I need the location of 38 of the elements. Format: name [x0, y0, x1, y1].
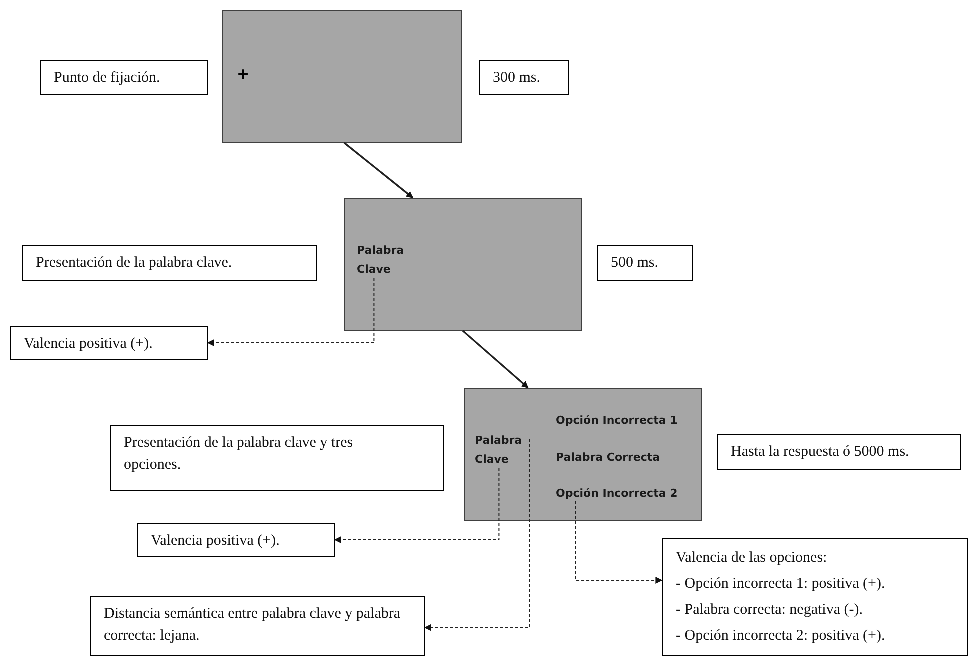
leader-line: [207, 278, 375, 346]
stimulus-word: Palabra Correcta: [556, 448, 696, 466]
box-text: - Palabra correcta: negativa (-).: [676, 601, 863, 620]
text-box: [40, 60, 208, 95]
leader-line: [424, 439, 530, 632]
box-text: Punto de fijación.: [54, 69, 160, 88]
box-text: - Opción incorrecta 2: positiva (+).: [676, 627, 886, 646]
text-box: [110, 425, 444, 491]
text-box: [717, 434, 961, 470]
text-box: [10, 326, 208, 360]
text-box: [137, 523, 335, 557]
leader-line: [334, 468, 500, 544]
stimulus-screen: [464, 388, 702, 521]
box-text: Valencia positiva (+).: [24, 335, 153, 354]
stimulus-word: Opción Incorrecta 1: [556, 411, 696, 429]
stimulus-word: Palabra Clave: [475, 431, 531, 469]
text-box: [597, 245, 693, 281]
stimulus-screen: [344, 198, 582, 331]
arrow: [462, 330, 529, 389]
box-text: Valencia positiva (+).: [151, 532, 280, 551]
box-text: Valencia de las opciones:: [676, 549, 828, 568]
text-box: [90, 596, 425, 656]
stimulus-word: Palabra Clave: [357, 241, 409, 279]
box-text: - Opción incorrecta 1: positiva (+).: [676, 575, 886, 594]
box-text: Presentación de la palabra clave y tres opciones.: [124, 434, 354, 475]
fixation-cross: +: [237, 67, 250, 82]
text-box: [662, 538, 968, 656]
text-box: [22, 245, 317, 281]
leader-line: [576, 500, 663, 584]
box-text: Distancia semántica entre palabra clave y palabra correcta: lejana.: [104, 605, 402, 646]
stimulus-word: Opción Incorrecta 2: [556, 484, 696, 502]
text-box: [479, 60, 569, 95]
box-text: 500 ms.: [611, 254, 659, 273]
box-text: Presentación de la palabra clave.: [36, 254, 232, 273]
box-text: 300 ms.: [493, 69, 541, 88]
box-text: Hasta la respuesta ó 5000 ms.: [731, 443, 910, 462]
arrow: [344, 142, 414, 199]
stimulus-screen: [222, 10, 462, 143]
